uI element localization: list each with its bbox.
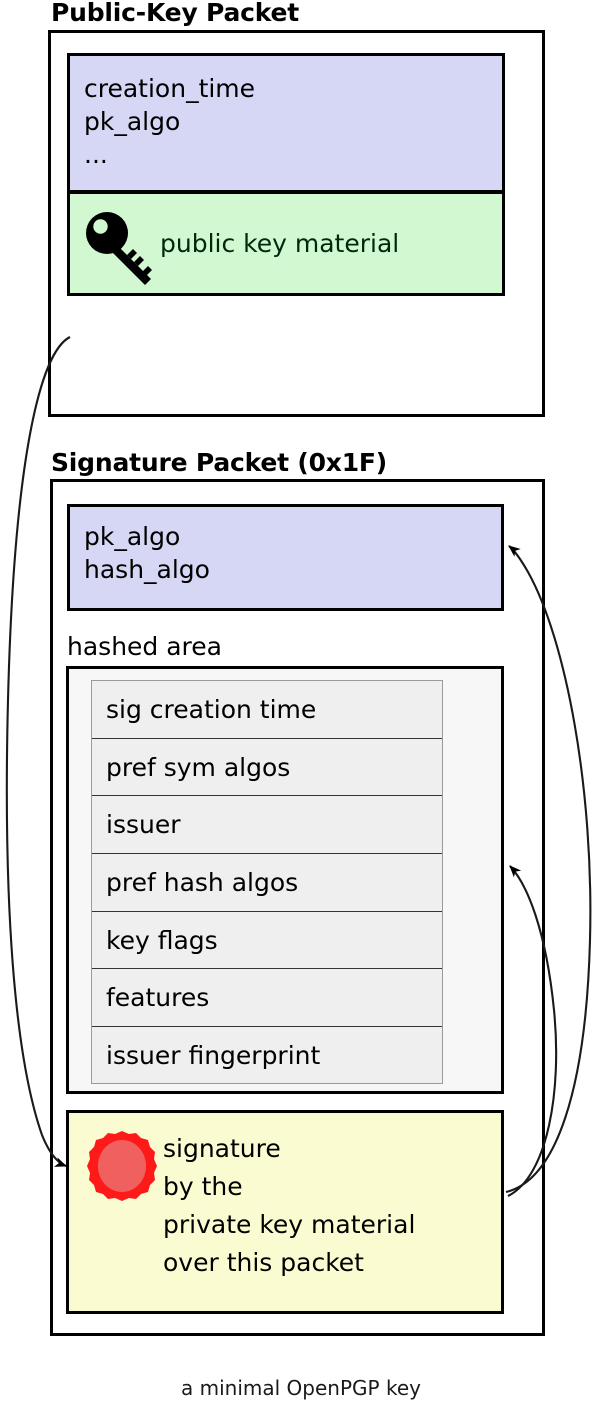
signature-packet-title: Signature Packet (0x1F) [51,448,388,477]
signature-description: signature by the private key material ov… [163,1134,416,1277]
subpacket-row: issuer [92,796,442,855]
public-key-header-block: creation_time pk_algo ... [67,53,505,193]
key-icon [86,212,152,285]
public-key-material-label: public key material [160,229,400,258]
subpacket-row: key flags [92,912,442,970]
subpacket-row: features [92,969,442,1028]
subpacket-row: sig creation time [92,681,442,739]
signature-header-fields: pk_algo hash_algo [84,522,210,584]
public-key-packet-title: Public-Key Packet [51,0,300,27]
signature-block: signature by the private key material ov… [66,1110,504,1314]
public-key-header-fields: creation_time pk_algo ... [84,74,256,169]
diagram-caption: a minimal OpenPGP key [181,1376,421,1400]
public-key-material-block: public key material [67,191,505,296]
subpacket-list: sig creation time pref sym algos issuer … [91,680,443,1084]
hashed-area-box: sig creation time pref sym algos issuer … [66,666,504,1094]
subpacket-row: pref hash algos [92,854,442,912]
subpacket-row: issuer fingerprint [106,1041,321,1071]
hashed-area-label: hashed area [67,632,222,661]
signature-packet-frame: pk_algo hash_algo hashed area sig creati… [50,479,545,1336]
subpacket-row: pref sym algos [92,739,442,797]
public-key-packet-frame: creation_time pk_algo ... public key mat… [48,30,545,417]
signature-packet-header-block: pk_algo hash_algo [67,504,504,611]
wax-seal-icon [87,1131,157,1201]
